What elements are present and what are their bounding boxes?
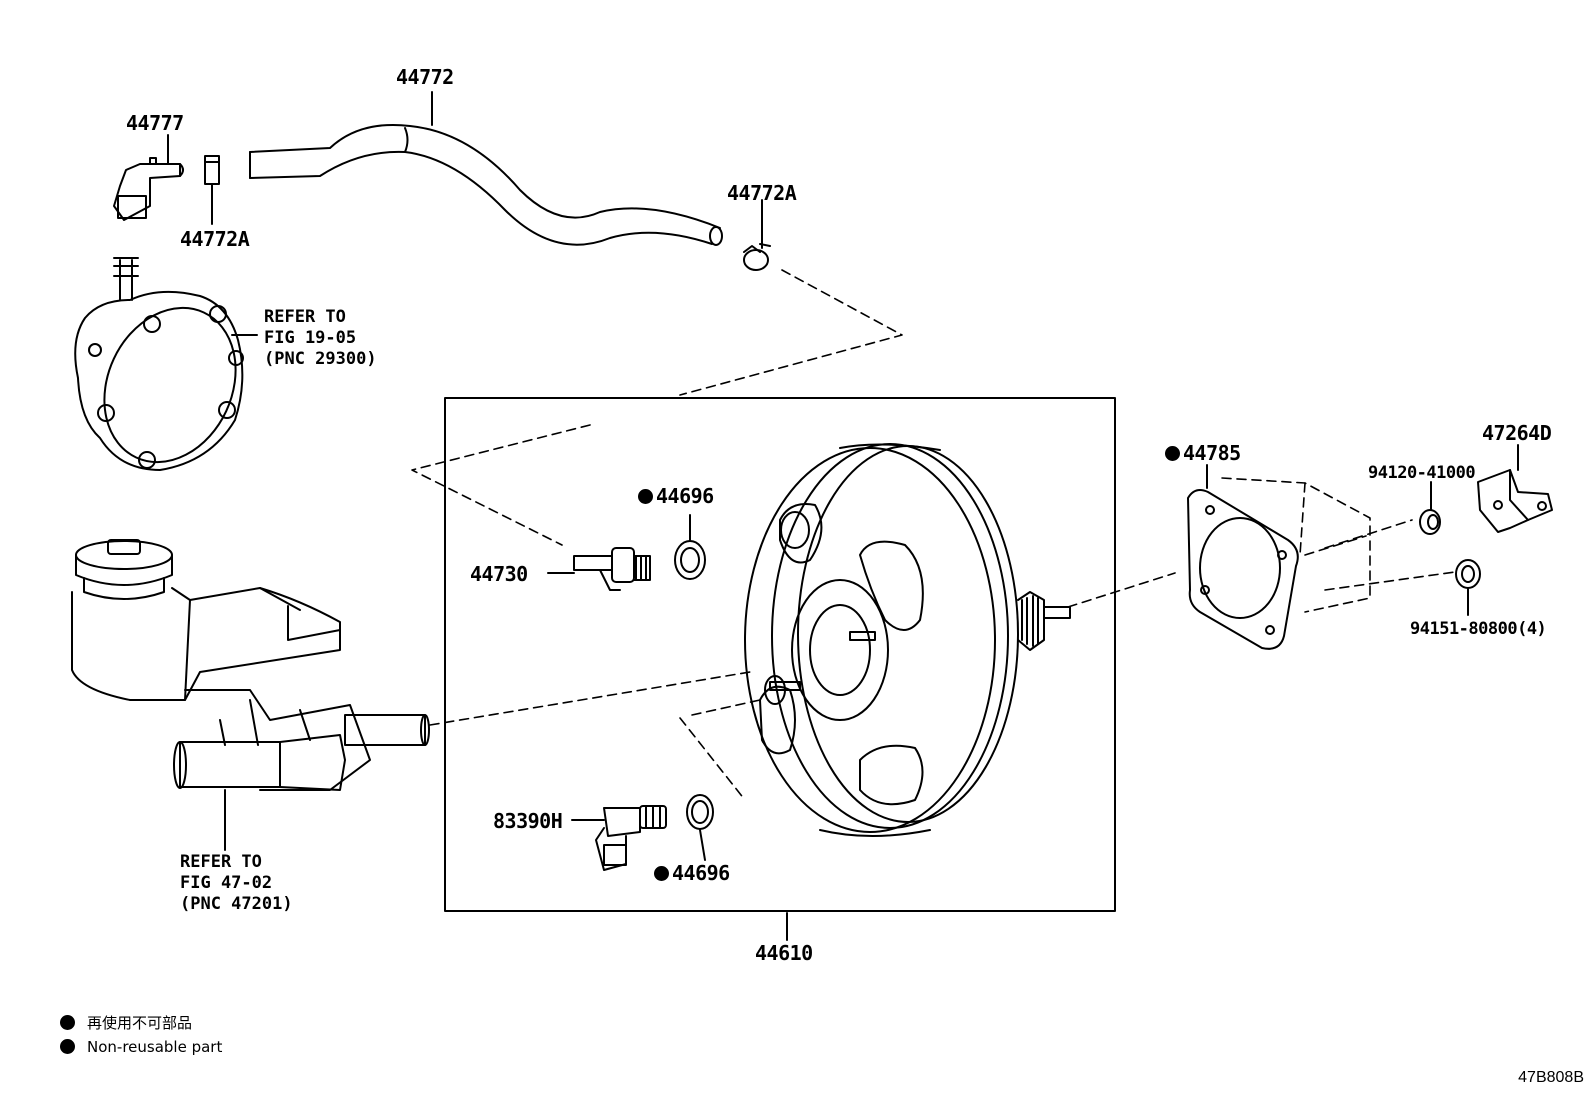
figure-id: 47B808B [1518,1069,1584,1086]
ref-line-2: FIG 19-05 [264,328,357,348]
part-94120-41000[interactable]: 94120-41000 [1368,463,1476,483]
pump-reference-note[interactable]: REFER TO FIG 19-05 (PNC 29300) [264,307,377,370]
vacuum-hose [249,123,723,246]
part-44785[interactable]: 44785 [1165,442,1241,464]
ref-line-1: REFER TO [180,852,262,872]
non-reusable-dot [638,489,653,504]
elbow-connector [113,157,184,221]
hose-clip [743,243,771,271]
master-cylinder [71,539,430,791]
non-reusable-dot [60,1015,75,1030]
part-44772a-clip[interactable]: 44772A [727,181,797,205]
non-reusable-dot [60,1039,75,1054]
legend-en: Non-reusable part [60,1038,222,1056]
flange-nut [1455,559,1481,589]
part-44696-lower[interactable]: 44696 [654,862,730,884]
ref-line-1: REFER TO [264,307,346,327]
nut [1419,509,1441,535]
bracket [1477,469,1553,533]
part-47264d[interactable]: 47264D [1482,421,1552,445]
part-44696-upper[interactable]: 44696 [638,485,714,507]
part-44777[interactable]: 44777 [126,111,184,135]
part-94151-80800[interactable]: 94151-80800(4) [1410,619,1547,639]
legend-jp: 再使用不可部品 [60,1012,192,1033]
master-cylinder-reference-note[interactable]: REFER TO FIG 47-02 (PNC 47201) [180,852,293,915]
part-44610[interactable]: 44610 [755,941,813,965]
part-83390h[interactable]: 83390H [493,809,563,833]
non-reusable-dot [654,866,669,881]
part-44772a-top[interactable]: 44772A [180,227,250,251]
vacuum-sensor [595,805,667,871]
ref-line-3: (PNC 29300) [264,349,377,369]
small-clip [204,155,220,185]
ref-line-2: FIG 47-02 [180,873,273,893]
grommet-lower [686,794,714,830]
check-valve [573,547,651,591]
grommet-upper [674,540,706,580]
assembly-frame [444,397,1116,912]
brake-booster [744,443,1071,837]
connection-lines [411,269,1456,801]
vacuum-pump [74,257,244,471]
ref-line-3: (PNC 47201) [180,894,293,914]
non-reusable-dot [1165,446,1180,461]
part-44772[interactable]: 44772 [396,65,454,89]
part-44730[interactable]: 44730 [470,562,528,586]
gasket [1187,489,1299,650]
